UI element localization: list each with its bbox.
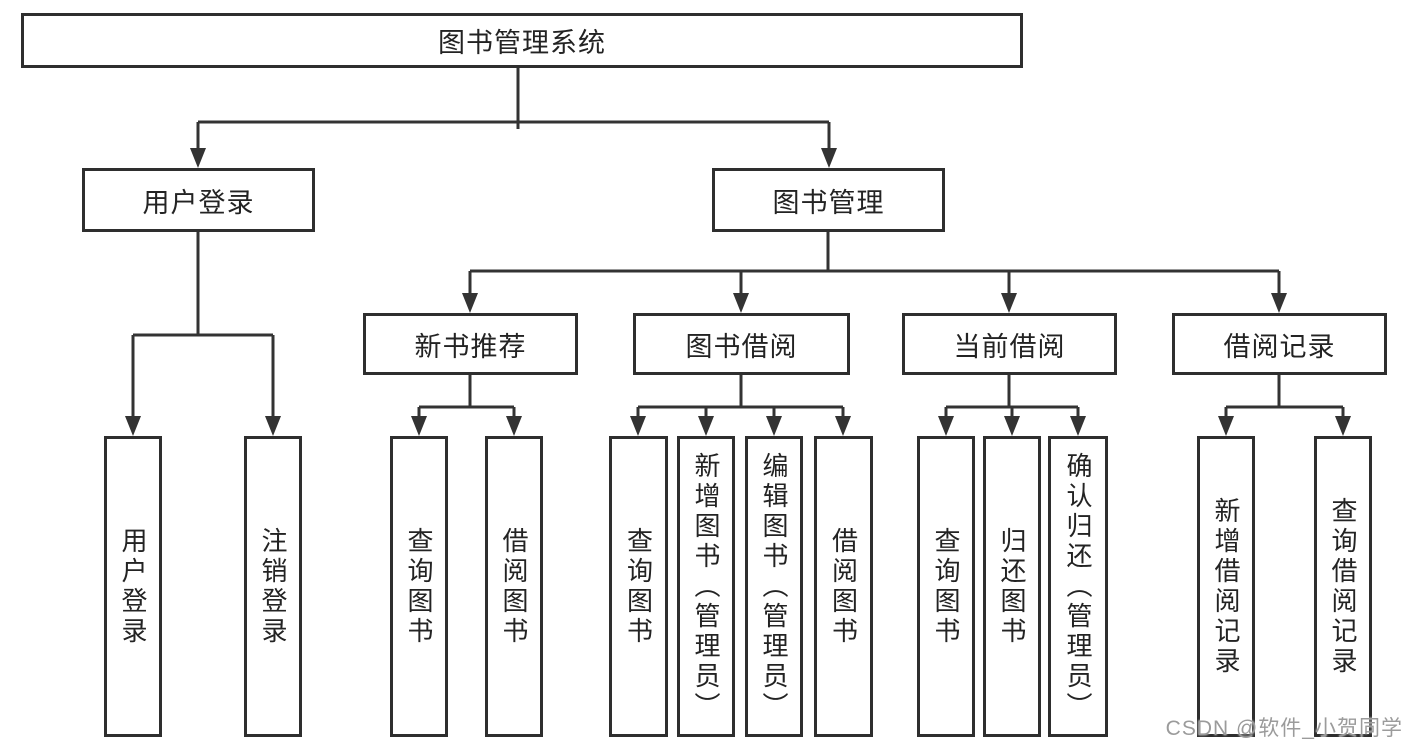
node-leaf-query-books-3-label: 查询图书: [931, 526, 961, 647]
node-leaf-logout-label: 注销登录: [258, 526, 288, 647]
node-current-borrowing: 当前借阅: [902, 313, 1117, 375]
csdn-watermark: CSDN @软件_小贺同学: [1165, 717, 1403, 740]
node-leaf-edit-book-admin: 编辑图书（管理员）: [745, 436, 803, 737]
node-user-login: 用户登录: [82, 168, 315, 232]
node-leaf-logout: 注销登录: [244, 436, 302, 737]
node-borrow-records-label: 借阅记录: [1223, 331, 1336, 362]
node-new-book-recommend: 新书推荐: [363, 313, 578, 375]
node-leaf-add-borrow-record-label: 新增借阅记录: [1211, 496, 1241, 677]
node-leaf-confirm-return-admin: 确认归还（管理员）: [1048, 436, 1108, 737]
node-leaf-user-login-label: 用户登录: [118, 526, 148, 647]
node-leaf-return-books-label: 归还图书: [997, 526, 1027, 647]
node-leaf-query-books-2-label: 查询图书: [623, 526, 654, 647]
node-root: 图书管理系统: [21, 13, 1023, 68]
node-leaf-user-login: 用户登录: [104, 436, 162, 737]
node-leaf-add-borrow-record: 新增借阅记录: [1197, 436, 1255, 737]
arrowheads: [125, 148, 1351, 436]
node-root-label: 图书管理系统: [438, 28, 606, 58]
node-user-login-label: 用户登录: [142, 187, 255, 218]
node-leaf-query-books-2: 查询图书: [609, 436, 668, 737]
node-new-book-recommend-label: 新书推荐: [414, 331, 527, 362]
node-leaf-add-book-admin: 新增图书（管理员）: [677, 436, 735, 737]
node-leaf-edit-book-admin-label: 编辑图书（管理员）: [759, 451, 789, 722]
node-book-borrowing-label: 图书借阅: [685, 331, 798, 362]
node-leaf-return-books: 归还图书: [983, 436, 1041, 737]
node-leaf-query-books-3: 查询图书: [917, 436, 975, 737]
node-book-management-label: 图书管理: [772, 187, 885, 218]
node-leaf-query-borrow-record-label: 查询借阅记录: [1328, 496, 1358, 677]
node-leaf-borrow-books-2: 借阅图书: [814, 436, 873, 737]
node-leaf-borrow-books-1: 借阅图书: [485, 436, 543, 737]
node-leaf-borrow-books-1-label: 借阅图书: [499, 526, 529, 647]
node-leaf-query-borrow-record: 查询借阅记录: [1314, 436, 1372, 737]
node-leaf-query-books-1-label: 查询图书: [404, 526, 434, 647]
node-leaf-query-books-1: 查询图书: [390, 436, 448, 737]
node-book-borrowing: 图书借阅: [633, 313, 850, 375]
node-leaf-add-book-admin-label: 新增图书（管理员）: [691, 451, 721, 722]
node-leaf-confirm-return-admin-label: 确认归还（管理员）: [1063, 451, 1093, 722]
node-book-management: 图书管理: [712, 168, 945, 232]
node-leaf-borrow-books-2-label: 借阅图书: [828, 526, 859, 647]
node-current-borrowing-label: 当前借阅: [953, 331, 1066, 362]
node-borrow-records: 借阅记录: [1172, 313, 1387, 375]
